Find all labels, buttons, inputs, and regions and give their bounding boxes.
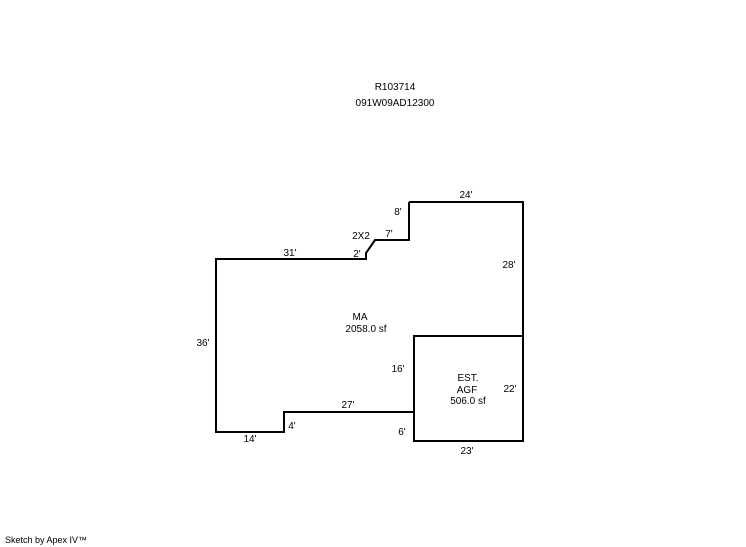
dim-garage-bottom: 23' xyxy=(460,446,473,457)
dim-top: 24' xyxy=(459,190,472,201)
garage-outline xyxy=(413,335,524,442)
main-area-size: 2058.0 sf xyxy=(345,324,386,335)
main-area-code: MA xyxy=(353,312,368,323)
dim-notch: 4' xyxy=(288,421,296,432)
dim-step-upper: 8' xyxy=(394,207,402,218)
parcel-id: R103714 xyxy=(374,82,416,93)
dim-upper-left: 31' xyxy=(283,248,296,259)
dim-left: 36' xyxy=(196,338,209,349)
garage-label-line1: EST. xyxy=(457,373,478,384)
dim-garage-right: 22' xyxy=(503,384,516,395)
dim-step-lower: 2' xyxy=(353,249,361,260)
sketch-credit: Sketch by Apex IV™ xyxy=(5,535,88,545)
dim-bottom-mid: 27' xyxy=(341,400,354,411)
dim-offset-label: 2X2 xyxy=(352,231,370,242)
dim-bottom-left: 14' xyxy=(243,434,256,445)
dim-right-upper: 28' xyxy=(502,260,515,271)
map-number: 091W09AD12300 xyxy=(355,98,435,109)
dim-garage-low: 6' xyxy=(398,427,406,438)
garage-area-size: 506.0 sf xyxy=(450,396,486,407)
garage-label-line2: AGF xyxy=(457,385,478,396)
dim-garage-left: 16' xyxy=(391,364,404,375)
dim-step-mid: 7' xyxy=(385,229,393,240)
